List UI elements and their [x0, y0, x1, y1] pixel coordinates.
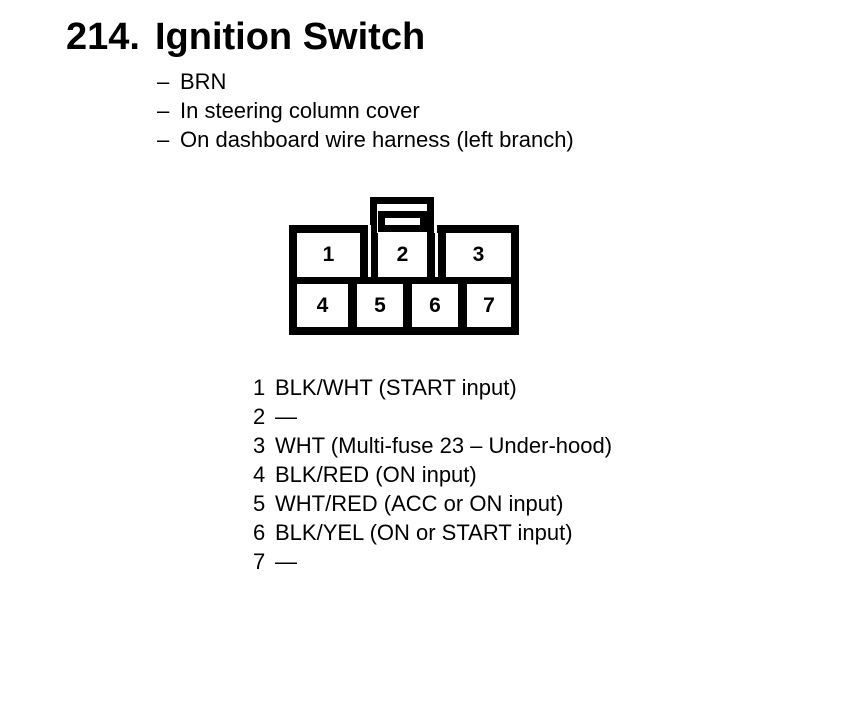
connector-body: 1 2 3 4 5 6 7: [289, 225, 519, 335]
pin-legend: 1 BLK/WHT (START input) 2 — 3 WHT (Multi…: [253, 373, 612, 576]
pin-label: BLK/YEL (ON or START input): [275, 520, 573, 545]
pin-number: 2: [253, 404, 266, 429]
pin-row: 5 WHT/RED (ACC or ON input): [253, 489, 612, 518]
page-title: Ignition Switch: [154, 16, 426, 58]
dash-bullet: –: [157, 127, 170, 152]
note-text: On dashboard wire harness (left branch): [180, 127, 574, 152]
section-number: 214.: [66, 16, 140, 58]
pin-label: WHT (Multi-fuse 23 – Under-hood): [275, 433, 613, 458]
connector-cavity-7: 7: [467, 284, 511, 327]
dash-bullet: –: [157, 98, 170, 123]
connector-cavity-3: 3: [438, 233, 511, 277]
connector-cavity-2: 2: [371, 233, 435, 277]
pin-number: 7: [253, 549, 266, 574]
dash-bullet: –: [157, 69, 170, 94]
pin-label: WHT/RED (ACC or ON input): [275, 491, 564, 516]
note-text: In steering column cover: [180, 98, 420, 123]
section-heading: 214. Ignition Switch: [66, 14, 425, 60]
connector-diagram: 1 2 3 4 5 6 7: [289, 197, 519, 335]
connector-bottom-row: 4 5 6 7: [297, 284, 511, 327]
pin-number: 4: [253, 462, 266, 487]
note-line: – In steering column cover: [157, 96, 574, 125]
latch-notch-left: [368, 225, 371, 233]
connector-cavity-1: 1: [297, 233, 368, 277]
pin-row: 2 —: [253, 402, 612, 431]
note-line: – On dashboard wire harness (left branch…: [157, 125, 574, 154]
connector-top-row: 1 2 3: [297, 233, 511, 284]
pin-row: 4 BLK/RED (ON input): [253, 460, 612, 489]
pin-label: —: [275, 549, 297, 574]
note-line: – BRN: [157, 67, 574, 96]
notes-list: – BRN – In steering column cover – On da…: [157, 67, 574, 154]
pin-row: 7 —: [253, 547, 612, 576]
pin-number: 6: [253, 520, 266, 545]
pin-number: 3: [253, 433, 266, 458]
pin-label: —: [275, 404, 297, 429]
connector-cavity-4: 4: [297, 284, 357, 327]
connector-cavity-5: 5: [357, 284, 412, 327]
pin-label: BLK/RED (ON input): [275, 462, 477, 487]
pin-row: 6 BLK/YEL (ON or START input): [253, 518, 612, 547]
pin-number: 5: [253, 491, 266, 516]
pin-row: 1 BLK/WHT (START input): [253, 373, 612, 402]
pin-number: 1: [253, 375, 266, 400]
pin-label: BLK/WHT (START input): [275, 375, 517, 400]
note-text: BRN: [180, 69, 227, 94]
pin-row: 3 WHT (Multi-fuse 23 – Under-hood): [253, 431, 612, 460]
latch-notch-right: [434, 225, 437, 233]
connector-cavity-6: 6: [412, 284, 467, 327]
connector-latch-inner: [378, 211, 427, 232]
